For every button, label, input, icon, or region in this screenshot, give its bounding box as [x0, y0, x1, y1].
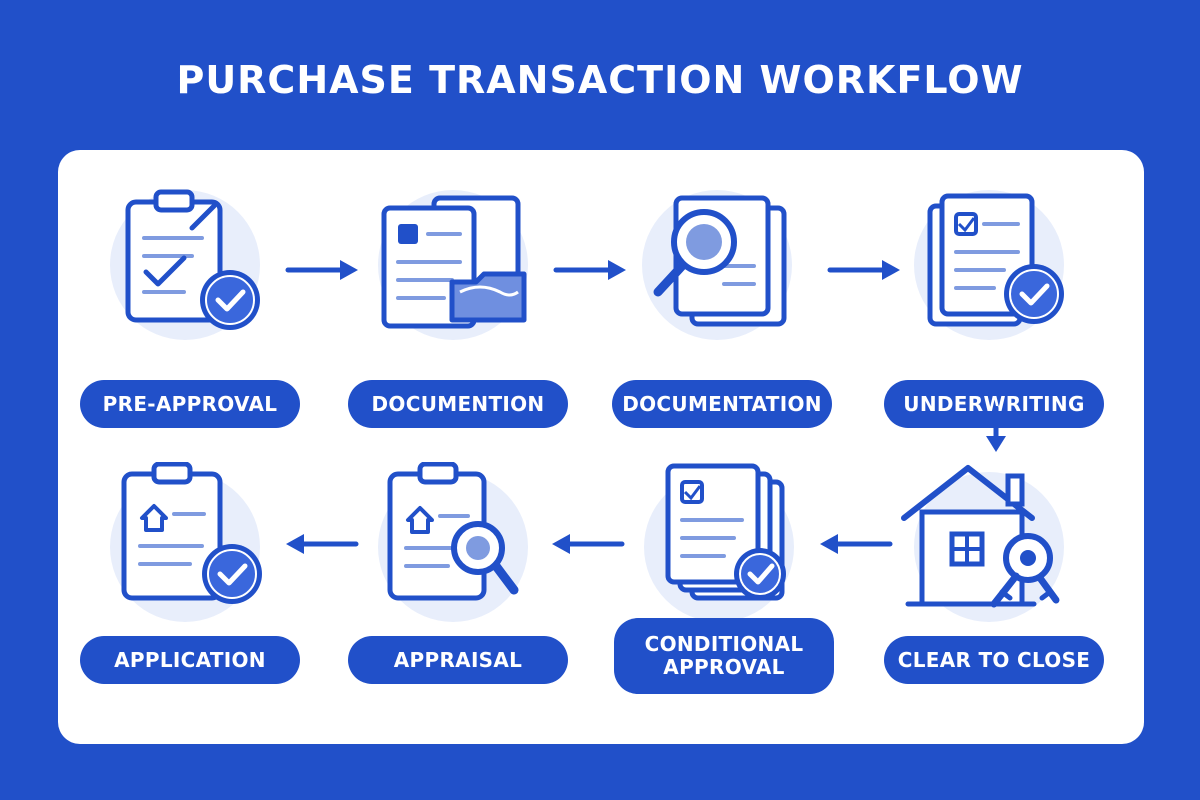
document-magnifier-icon: [653, 195, 787, 327]
step-documention: DOCUMENTION: [348, 180, 568, 480]
arrow-right-icon: [827, 260, 900, 280]
page-title: PURCHASE TRANSACTION WORKFLOW: [176, 58, 1024, 102]
documents-folder-icon: [381, 195, 527, 329]
clipboard-house-check-icon: [121, 462, 262, 604]
step-documentation: DOCUMENTATION: [612, 180, 832, 480]
house-key-icon: [901, 465, 1060, 608]
arrow-left-icon: [286, 534, 359, 554]
step-label: APPLICATION: [80, 636, 300, 684]
document-stack-check-icon: [665, 463, 786, 601]
step-appraisal: APPRAISAL: [348, 462, 568, 762]
clipboard-check-icon: [125, 189, 260, 330]
arrow-down-icon: [986, 406, 1006, 452]
step-label: DOCUMENTATION: [612, 380, 832, 428]
workflow-panel: PRE-APPROVAL DOCUMENTION: [58, 150, 1144, 744]
step-label: APPRAISAL: [348, 636, 568, 684]
step-pre-approval: PRE-APPROVAL: [80, 180, 300, 480]
arrow-right-icon: [553, 260, 626, 280]
step-label: CONDITIONAL APPROVAL: [614, 618, 834, 694]
document-check-icon: [927, 193, 1064, 327]
step-label: CLEAR TO CLOSE: [884, 636, 1104, 684]
step-application: APPLICATION: [80, 462, 300, 762]
step-conditional-approval: CONDITIONAL APPROVAL: [614, 462, 834, 762]
clipboard-magnifier-icon: [387, 462, 519, 601]
arrow-right-icon: [285, 260, 358, 280]
step-clear-to-close: CLEAR TO CLOSE: [884, 462, 1104, 762]
step-label: PRE-APPROVAL: [80, 380, 300, 428]
step-label: DOCUMENTION: [348, 380, 568, 428]
arrow-left-icon: [820, 534, 893, 554]
arrow-left-icon: [552, 534, 625, 554]
